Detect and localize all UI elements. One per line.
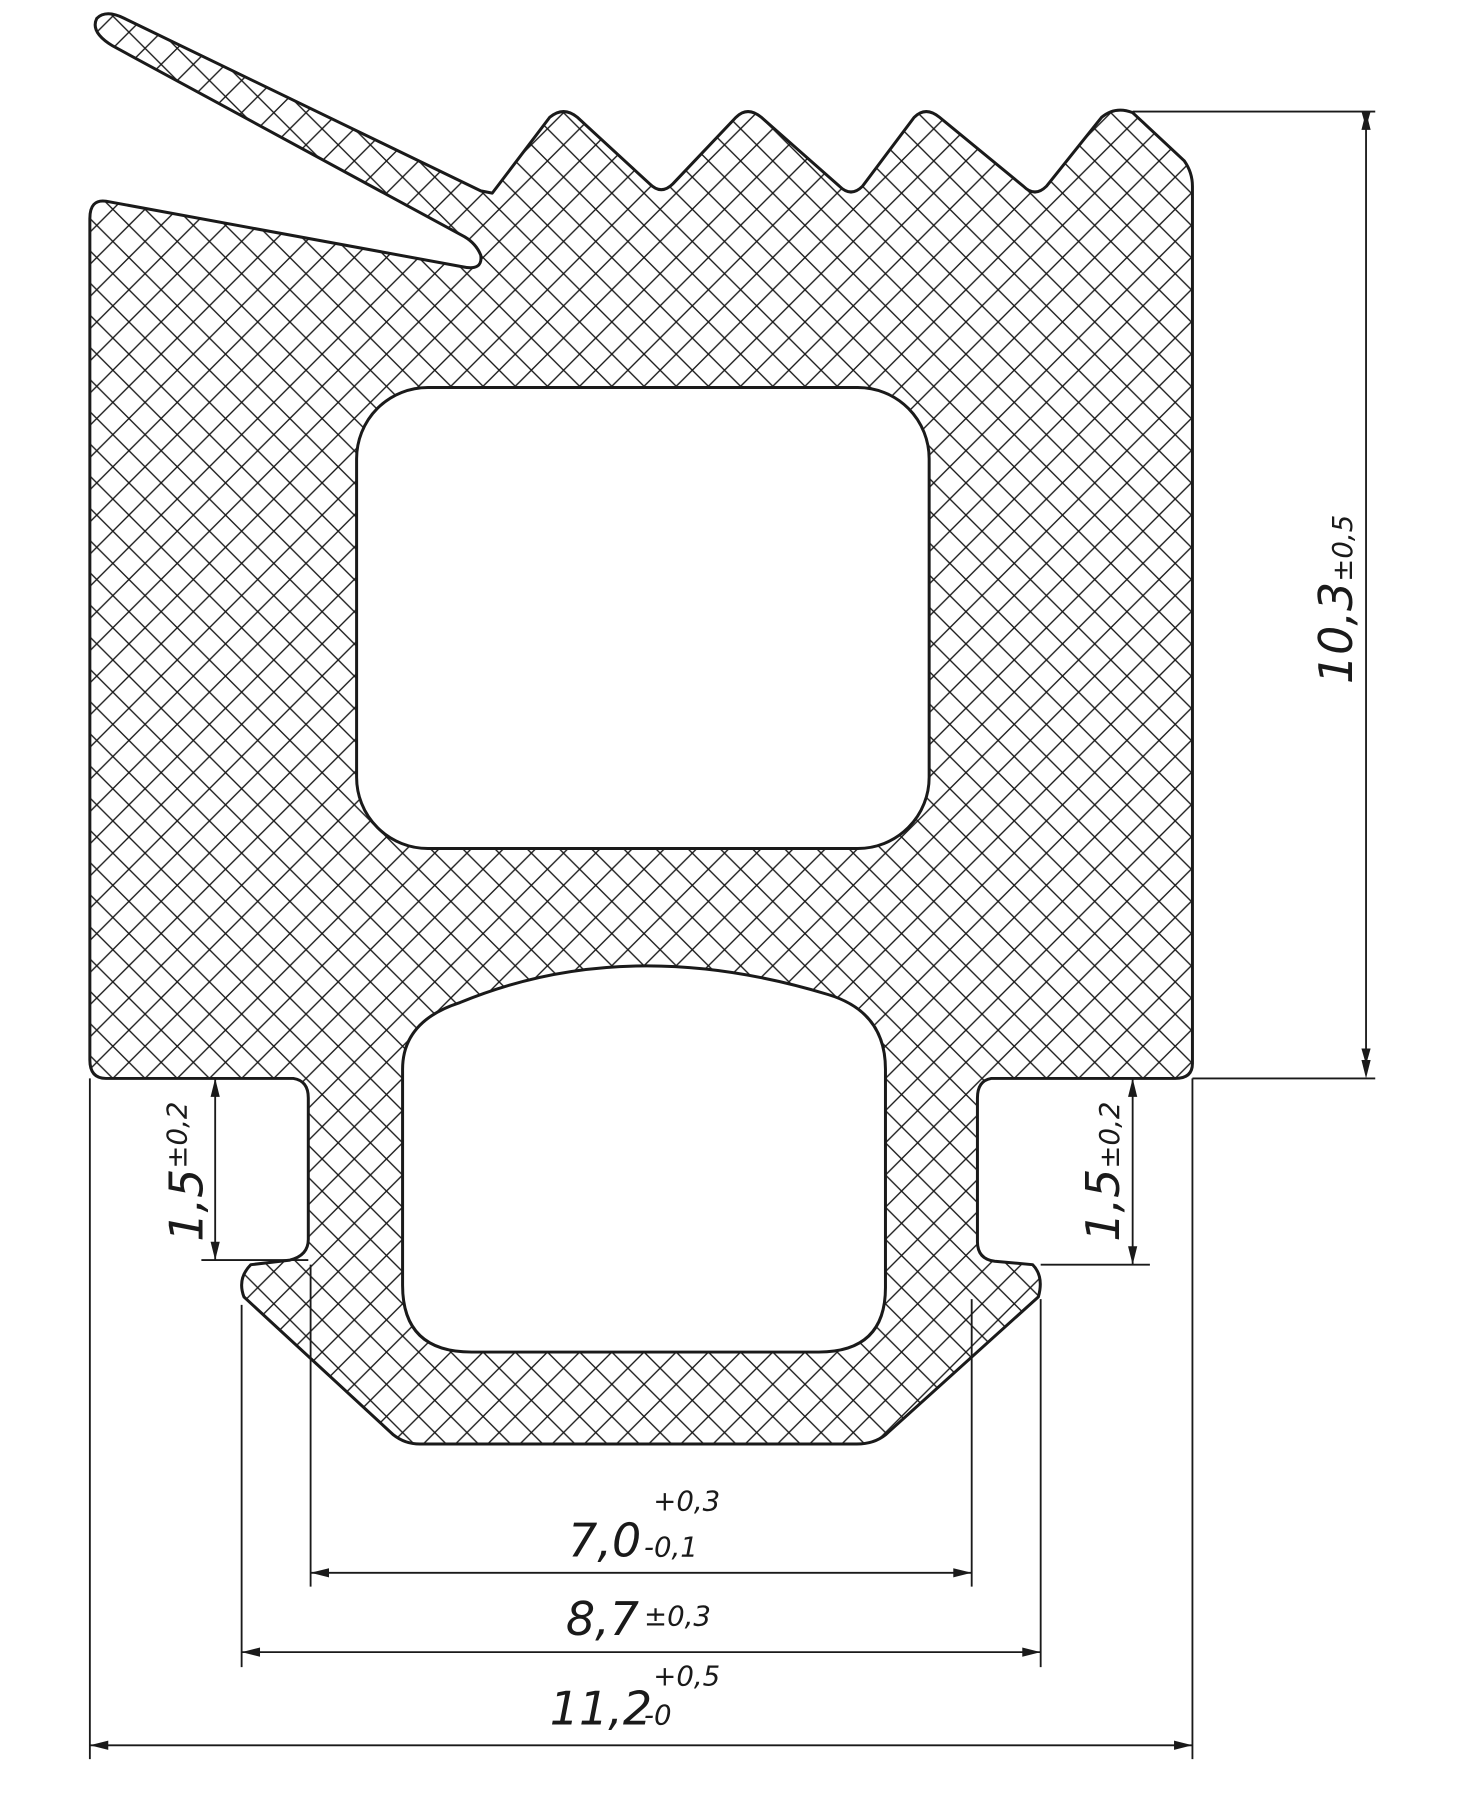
inner-width-value: 7,0 (568, 1514, 641, 1568)
foot-width-dimension: 8,7 ±0,3 (240, 1299, 1042, 1668)
foot-width-value: 8,7 (566, 1592, 639, 1646)
total-width-value: 11,2 (550, 1682, 652, 1736)
inner-width-tol-lower: -0,1 (644, 1531, 698, 1564)
svg-text:1,5±0,2: 1,5±0,2 (1076, 1102, 1130, 1242)
svg-text:1,5±0,2: 1,5±0,2 (160, 1102, 214, 1242)
height-value: 10,3 (1309, 582, 1363, 684)
total-width-tol-lower: -0 (644, 1699, 671, 1732)
height-dimension: 10,3±0,5 (1132, 110, 1376, 1080)
upper-cavity (355, 385, 931, 850)
right-slot-value: 1,5 (1076, 1169, 1130, 1242)
left-slot-dimension: 1,5±0,2 (160, 1078, 309, 1262)
right-slot-tolerance: ±0,2 (1093, 1102, 1126, 1169)
total-width-dimension: 11,2 +0,5 -0 (88, 1078, 1194, 1760)
lower-cavity (401, 964, 887, 1354)
svg-text:10,3±0,5: 10,3±0,5 (1309, 515, 1363, 684)
right-slot-dimension: 1,5±0,2 (1040, 1078, 1150, 1266)
left-slot-tolerance: ±0,2 (160, 1102, 193, 1169)
height-tolerance: ±0,5 (1326, 515, 1359, 582)
total-width-tol-upper: +0,5 (653, 1659, 720, 1692)
left-slot-value: 1,5 (160, 1169, 214, 1242)
inner-width-tol-upper: +0,3 (653, 1485, 720, 1518)
foot-width-tolerance: ±0,3 (644, 1600, 711, 1633)
inner-width-dimension: 7,0 +0,3 -0,1 (309, 1264, 973, 1587)
